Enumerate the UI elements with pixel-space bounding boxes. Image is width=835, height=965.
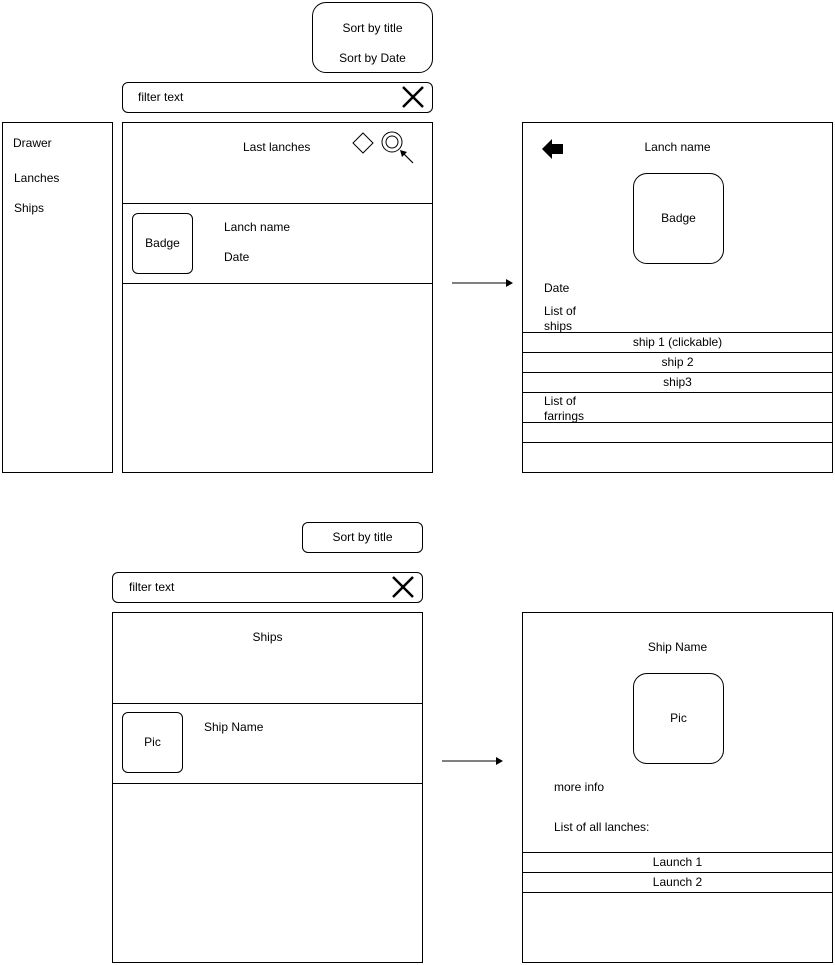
list-header-divider — [113, 703, 422, 704]
farrings-divider-1 — [523, 422, 832, 423]
arrow-right-icon — [442, 757, 503, 765]
launches-end-divider — [523, 892, 832, 893]
sort-by-title-option[interactable]: Sort by title — [342, 21, 403, 35]
ship-row-3[interactable]: ship3 — [523, 372, 832, 392]
pic: Pic — [633, 673, 724, 764]
list-header-divider — [123, 203, 432, 204]
launch-detail-screen: Lanch name Badge Date List of ships ship… — [522, 122, 833, 473]
launch-row-1[interactable]: Launch 1 — [523, 852, 832, 872]
ship-row-1[interactable]: ship 1 (clickable) — [523, 332, 832, 352]
ship-list-item[interactable]: Pic Ship Name — [113, 703, 422, 783]
list-header-title: Ships — [252, 630, 283, 644]
drawer-title: Drawer — [13, 136, 52, 150]
list-item-divider — [113, 783, 422, 784]
ship-row-2[interactable]: ship 2 — [523, 352, 832, 372]
badge: Badge — [132, 213, 193, 274]
drawer: Drawer Lanches Ships — [2, 122, 113, 473]
launch-list-item[interactable]: Badge Lanch name Date — [123, 203, 432, 283]
launches-section-label: List of all lanches: — [554, 820, 650, 834]
filter-bar[interactable]: filter text — [122, 82, 433, 113]
ships-end-divider — [523, 392, 832, 393]
sort-by-title-option[interactable]: Sort by title — [332, 530, 393, 544]
close-icon[interactable] — [392, 576, 414, 598]
launch-list-screen: Last lanches Badge Lanch name Date — [122, 122, 433, 473]
filter-input[interactable]: filter text — [138, 90, 184, 104]
launch-date: Date — [224, 250, 250, 264]
list-header-title: Last lanches — [243, 140, 311, 154]
ship-name: Ship Name — [204, 720, 264, 734]
pic: Pic — [122, 712, 183, 773]
filter-input[interactable]: filter text — [129, 580, 175, 594]
search-icon[interactable] — [381, 131, 415, 165]
ships-list-screen: Ships Pic Ship Name — [112, 612, 423, 963]
launch-row-2[interactable]: Launch 2 — [523, 872, 832, 892]
detail-title: Lanch name — [644, 140, 711, 154]
farrings-section-label: List of farrings — [544, 394, 585, 423]
back-arrow-icon[interactable] — [541, 138, 565, 160]
detail-date: Date — [544, 281, 570, 295]
launch-name: Lanch name — [224, 220, 291, 234]
ship-detail-screen: Ship Name Pic more info List of all lanc… — [522, 612, 833, 963]
farrings-divider-2 — [523, 442, 832, 443]
sort-menu[interactable]: Sort by title — [302, 522, 423, 553]
badge: Badge — [633, 173, 724, 264]
drawer-item-lanches[interactable]: Lanches — [14, 171, 60, 185]
sort-menu: Sort by title Sort by Date — [312, 2, 433, 73]
diamond-icon[interactable] — [352, 132, 374, 154]
arrow-right-icon — [452, 279, 513, 287]
drawer-item-ships[interactable]: Ships — [14, 201, 45, 215]
close-icon[interactable] — [402, 86, 424, 108]
sort-by-date-option[interactable]: Sort by Date — [339, 51, 406, 65]
more-info: more info — [554, 780, 605, 794]
detail-title: Ship Name — [647, 640, 708, 654]
list-item-divider — [123, 283, 432, 284]
filter-bar[interactable]: filter text — [112, 572, 423, 603]
ships-section-label: List of ships — [544, 304, 577, 333]
